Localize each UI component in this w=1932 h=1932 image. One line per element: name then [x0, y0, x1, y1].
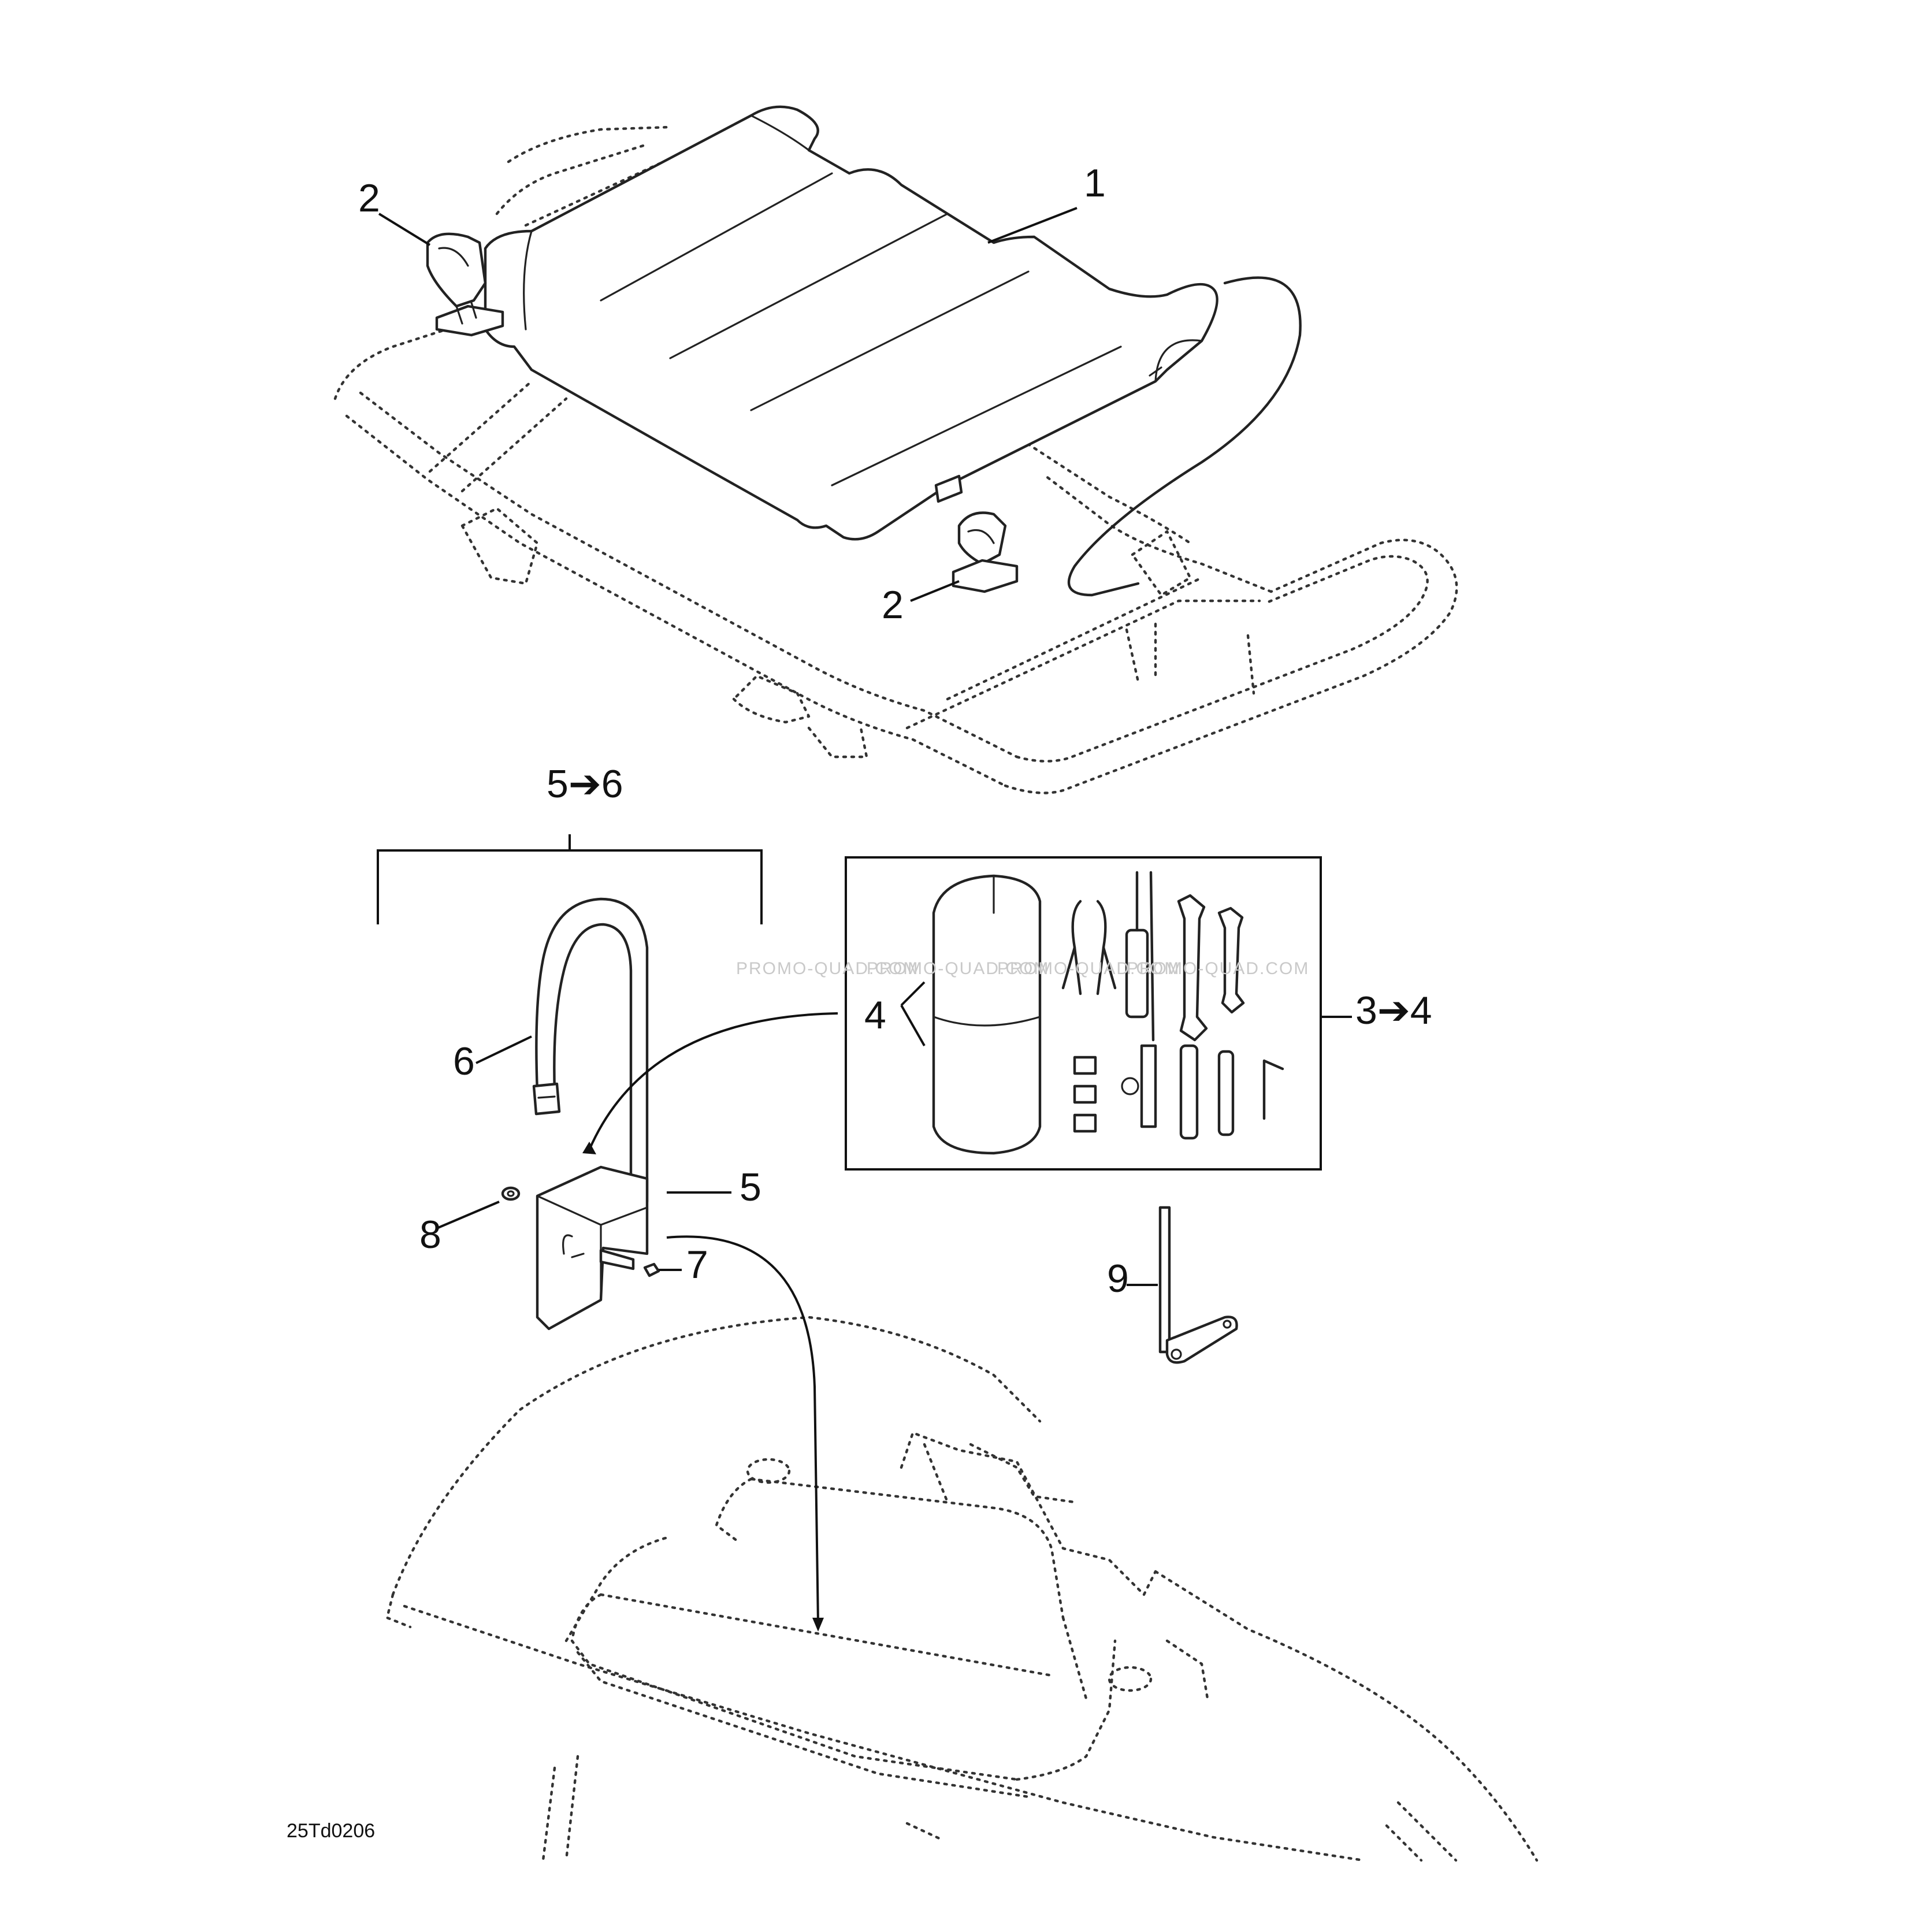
callout-2-bottom: 2 — [882, 583, 904, 627]
callouts: 1 2 2 5➔6 4 3➔4 6 5 8 7 9 — [358, 161, 1432, 1301]
watermark-text-4: PROMO-QUAD.COM — [1127, 959, 1309, 978]
tool-strap — [532, 897, 649, 1203]
callout-6: 6 — [453, 1039, 475, 1083]
callout-7: 7 — [686, 1243, 708, 1287]
rear-rack-frame — [333, 125, 1458, 794]
leader-lines — [378, 207, 1352, 1632]
callout-9: 9 — [1107, 1257, 1129, 1301]
callout-5: 5 — [740, 1165, 761, 1209]
seat — [484, 105, 1218, 541]
seat-latch-left — [426, 232, 504, 337]
callout-2-top: 2 — [358, 176, 380, 220]
callout-8: 8 — [419, 1213, 441, 1257]
callout-1: 1 — [1084, 161, 1106, 205]
callout-4: 4 — [864, 993, 886, 1037]
callout-5-6: 5➔6 — [547, 762, 623, 806]
tool-bag — [932, 874, 1042, 1155]
watermark: PROMO-QUAD.COM PROMO-QUAD.COM PROMO-QUAD… — [736, 959, 1309, 978]
seat-latch-right — [952, 511, 1019, 593]
watermark-text-2: PROMO-QUAD.COM — [867, 959, 1049, 978]
tool-kit-bracket — [536, 1165, 649, 1331]
tools — [1061, 871, 1284, 1140]
rear-body-storage — [385, 1316, 1539, 1862]
watermark-text-1: PROMO-QUAD.COM — [736, 959, 919, 978]
screw — [643, 1262, 660, 1277]
group-bracket-5-6 — [377, 834, 763, 924]
tool-kit-frame — [845, 856, 1322, 1171]
watermark-text-3: PROMO-QUAD.COM — [997, 959, 1180, 978]
callout-3-4: 3➔4 — [1355, 989, 1432, 1032]
support-rod — [1158, 1206, 1238, 1364]
washer — [501, 1186, 521, 1201]
seat-strap-loop — [1067, 276, 1302, 597]
drawing-code: 25Td0206 — [287, 1820, 375, 1842]
